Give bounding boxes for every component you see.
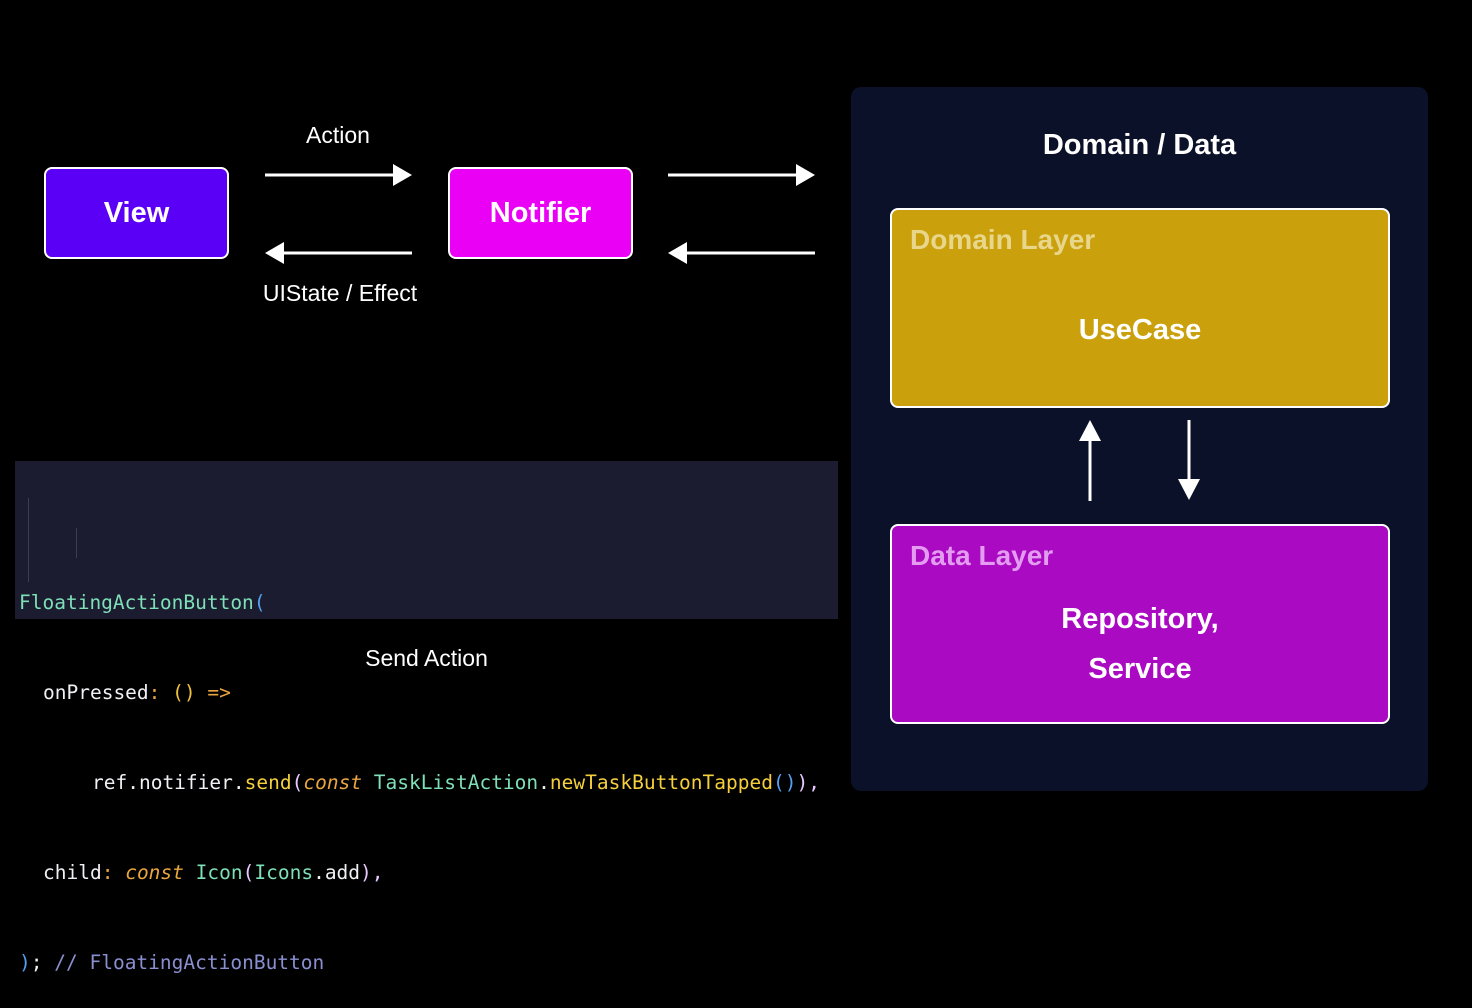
token: ; bbox=[30, 951, 43, 974]
token: : bbox=[148, 681, 161, 704]
token: child bbox=[43, 861, 102, 884]
token: send bbox=[244, 771, 292, 794]
token: const bbox=[303, 771, 363, 794]
layer-arrows bbox=[1079, 420, 1200, 501]
code-line-3: ref.notifier.send(const TaskListAction.n… bbox=[15, 768, 838, 798]
domain-layer-box: Domain Layer UseCase bbox=[890, 208, 1390, 408]
token: () bbox=[772, 771, 797, 794]
data-layer-box: Data Layer Repository, Service bbox=[890, 524, 1390, 724]
token: onPressed bbox=[43, 681, 149, 704]
token: => bbox=[207, 681, 231, 704]
token: const bbox=[125, 861, 184, 884]
view-box: View bbox=[44, 167, 229, 259]
arrow-action-right bbox=[265, 164, 412, 186]
token: () bbox=[172, 681, 196, 704]
domain-data-panel: Domain / Data Domain Layer UseCase Data … bbox=[851, 87, 1428, 791]
token: .add bbox=[313, 861, 361, 884]
panel-title: Domain / Data bbox=[1042, 129, 1237, 161]
token: Icons bbox=[254, 861, 314, 884]
send-action-caption: Send Action bbox=[365, 645, 488, 671]
token: // FloatingActionButton bbox=[54, 951, 325, 974]
token: newTaskButtonTapped bbox=[549, 771, 773, 794]
token: ), bbox=[360, 861, 384, 884]
data-layer-title: Data Layer bbox=[910, 540, 1054, 571]
arrow-down bbox=[1178, 420, 1200, 500]
token: ref.notifier. bbox=[92, 771, 245, 794]
token: : bbox=[101, 861, 114, 884]
token: FloatingActionButton bbox=[19, 591, 254, 614]
service-label: Service bbox=[1088, 653, 1192, 685]
action-label: Action bbox=[306, 122, 370, 148]
arrow-up bbox=[1079, 420, 1101, 501]
code-snippet: FloatingActionButton( onPressed: () => r… bbox=[15, 461, 838, 974]
uistate-effect-label: UIState / Effect bbox=[262, 280, 418, 306]
token: ) bbox=[19, 951, 31, 974]
view-label: View bbox=[103, 196, 170, 229]
arrow-domain-to-notifier bbox=[668, 242, 815, 264]
notifier-box: Notifier bbox=[448, 167, 633, 259]
token: TaskListAction bbox=[373, 771, 539, 794]
token: ( bbox=[291, 771, 304, 794]
token: . bbox=[538, 771, 550, 794]
arrow-uistate-left bbox=[265, 242, 412, 264]
token: Icon bbox=[195, 861, 243, 884]
code-line-1: FloatingActionButton( bbox=[15, 588, 838, 618]
code-line-2: onPressed: () => bbox=[15, 678, 838, 708]
notifier-label: Notifier bbox=[489, 196, 592, 229]
repository-label: Repository, bbox=[1061, 603, 1219, 635]
usecase-label: UseCase bbox=[1078, 314, 1202, 346]
domain-layer-title: Domain Layer bbox=[910, 224, 1096, 255]
token: ( bbox=[242, 861, 255, 884]
code-line-4: child: const Icon(Icons.add), bbox=[15, 858, 838, 888]
indent-guide bbox=[28, 498, 29, 582]
flow-arrows bbox=[265, 164, 815, 264]
arrow-notifier-to-domain bbox=[668, 164, 815, 186]
indent-guide bbox=[76, 528, 77, 558]
token: ( bbox=[253, 591, 266, 614]
code-line-5: ); // FloatingActionButton bbox=[15, 948, 838, 978]
token: ), bbox=[796, 771, 820, 794]
